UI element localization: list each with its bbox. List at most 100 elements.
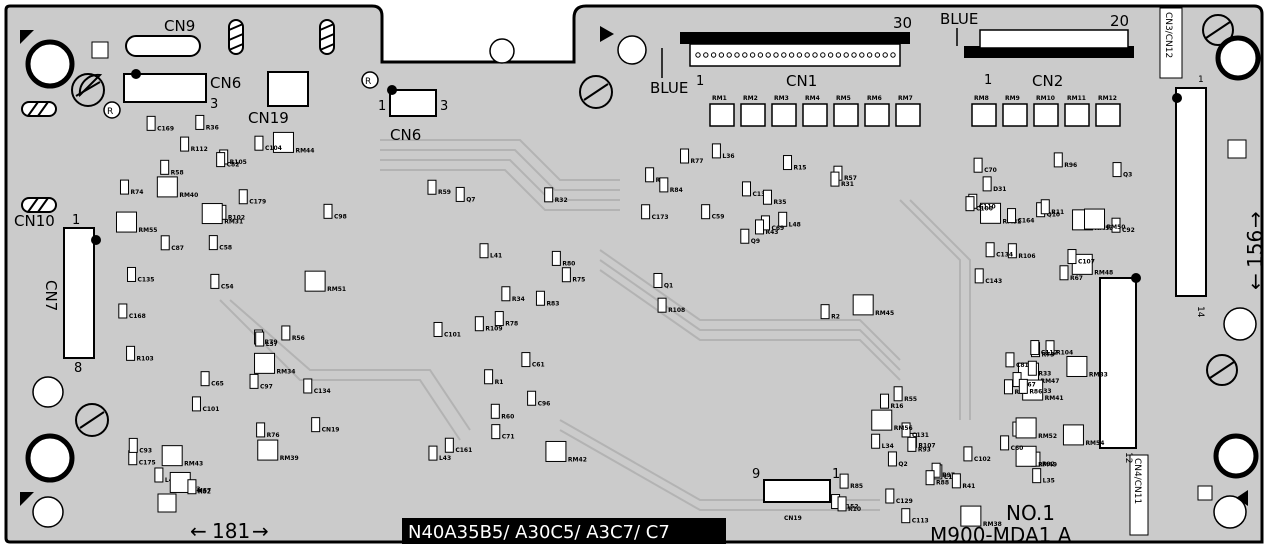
component-footprint (311, 417, 321, 433)
component-footprint (830, 171, 840, 187)
cn6-label: CN6 (390, 126, 421, 144)
cn1-pin (757, 52, 764, 58)
component-label: RM33 (1089, 371, 1108, 378)
component-label: C152 (842, 504, 859, 511)
component-footprint (281, 325, 291, 341)
cn7-pin-start: 1 (72, 213, 80, 228)
component-label: C93 (139, 447, 152, 454)
component-footprint (701, 204, 711, 220)
svg-text:←: ← (1243, 273, 1267, 290)
component-footprint (126, 345, 136, 361)
component-label: C98 (334, 213, 347, 220)
component-footprint (1053, 152, 1063, 168)
component-footprint (257, 439, 279, 461)
component-footprint (641, 204, 651, 220)
component-footprint (561, 267, 571, 283)
component-footprint (527, 390, 537, 406)
svg-text:R: R (107, 107, 113, 117)
svg-text:→: → (252, 519, 269, 543)
cn3-pin-end: 14 (1195, 306, 1205, 318)
blue-label-right: BLUE (940, 10, 978, 28)
component-footprint (119, 179, 129, 195)
component-label: C107 (1078, 259, 1095, 266)
component-label: R15 (794, 165, 807, 172)
component-footprint (201, 203, 223, 225)
resistor-array-label: RM10 (1036, 95, 1055, 102)
component-label: C164 (1018, 218, 1035, 225)
resistor-array-footprint (709, 103, 735, 127)
cn1-pin (812, 52, 818, 58)
component-label: R60 (501, 413, 514, 420)
hole-small-mid (489, 38, 515, 64)
resistor-array-footprint (1033, 103, 1059, 127)
component-footprint (128, 437, 138, 453)
cn3-pin-start: 1 (1198, 75, 1204, 85)
component-footprint (1007, 208, 1017, 224)
component-footprint (1030, 340, 1040, 356)
cn19-pin-end: 1 (832, 467, 840, 482)
board-no: NO.1 (1006, 501, 1055, 525)
component-label: RM50 (1107, 224, 1126, 231)
component-label: C87 (171, 245, 184, 252)
component-footprint (256, 422, 266, 438)
cn1-pin (749, 52, 756, 58)
resistor-array-label: RM8 (974, 95, 989, 102)
component-label: R104 (1056, 350, 1073, 357)
component-footprint (839, 473, 849, 489)
component-label: Q3 (1123, 172, 1132, 179)
component-footprint (960, 505, 982, 527)
component-label: C65 (211, 381, 224, 388)
cn1-pin (874, 52, 881, 58)
component-footprint (871, 433, 881, 449)
component-footprint (323, 203, 333, 219)
component-label: R74 (130, 189, 143, 196)
component-footprint (762, 189, 772, 205)
component-label: C69 (771, 225, 784, 232)
component-label: C81 (1016, 362, 1029, 369)
component-footprint (491, 424, 501, 440)
component-label: R55 (904, 396, 917, 403)
component-label: Q1 (664, 282, 673, 289)
component-label: RM48 (1094, 269, 1113, 276)
component-footprint (474, 316, 484, 332)
component-label: C161 (455, 447, 472, 454)
component-footprint (1018, 378, 1028, 394)
dimension-horizontal: ← 181 → (190, 519, 269, 543)
component-footprint (551, 250, 561, 266)
component-footprint (169, 471, 191, 493)
component-label: CN19 (322, 427, 340, 434)
cn1-pin (781, 52, 787, 58)
cn1-pin (695, 52, 701, 58)
component-label: R33 (1038, 370, 1051, 377)
component-footprint (1015, 417, 1037, 439)
component-footprint (545, 440, 567, 462)
component-label: R73 (1042, 352, 1055, 359)
resistor-array-footprint (802, 103, 828, 127)
blue-label-left: BLUE (650, 79, 688, 97)
component-label: R80 (562, 260, 575, 267)
cn1-pin (804, 52, 810, 58)
component-label: R36 (206, 124, 219, 131)
connector-cn1: 30 1 CN1 (680, 14, 912, 90)
component-label: C59 (712, 214, 725, 221)
component-footprint (200, 371, 210, 387)
component-footprint (1005, 352, 1015, 368)
hatched-oval-icons (21, 19, 335, 213)
component-footprint (887, 451, 897, 467)
resistor-array-footprint (864, 103, 890, 127)
component-footprint (118, 303, 128, 319)
hole-small-l2 (32, 496, 64, 528)
component-label: L37 (266, 341, 278, 348)
cn5-pin-end: 3 (210, 97, 218, 112)
cn1-pin (742, 52, 748, 58)
resistor-array-footprint (1064, 103, 1090, 127)
component-footprint (1066, 355, 1088, 377)
cn8-label: CN9 (164, 17, 195, 35)
resistor-array-label: RM5 (836, 95, 851, 102)
component-footprint (1032, 468, 1042, 484)
component-footprint (1027, 360, 1037, 376)
component-label: RM39 (280, 455, 299, 462)
component-label: C179 (249, 199, 266, 206)
component-footprint (1062, 424, 1084, 446)
